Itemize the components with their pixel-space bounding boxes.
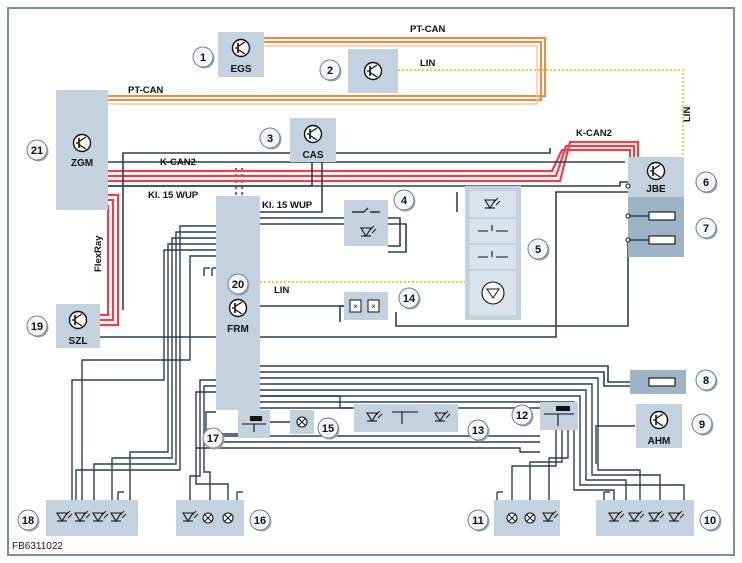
pt-can-label: PT-CAN [128,85,164,96]
figure-code: FB6311022 [12,541,63,552]
module-13 [354,404,458,432]
module-szl: SZL [56,304,100,348]
module-16 [176,500,244,536]
callout-number: 20 [232,279,244,291]
pt-can-bus-top [108,37,546,105]
module-8 [630,370,686,394]
callout-number: 11 [472,515,484,527]
module-11 [494,500,560,536]
k-can2-label: K-CAN2 [576,128,612,139]
callout-number: 18 [22,515,34,527]
callout-4: 4 [393,189,416,212]
module-ahm: AHM [636,404,682,448]
callout-number: 9 [699,419,705,431]
callout-number: 7 [703,223,709,235]
callout-1: 1 [192,46,215,69]
callout-number: 13 [472,425,484,437]
callout-number: 16 [254,515,266,527]
callout-number: 15 [322,423,334,435]
callout-number: 3 [267,133,273,145]
module-jbe: JBE [625,157,684,257]
lin-label: LIN [274,285,289,296]
module-label: SZL [69,336,88,347]
lin-label: LIN [682,107,693,122]
callout-8: 8 [695,369,718,392]
module-egs: EGS [218,32,264,77]
callout-number: 17 [207,433,219,445]
callout-17: 17 [202,427,225,450]
callout-number: 6 [703,177,709,189]
callout-9: 9 [691,413,714,436]
kl15-label: Kl. 15 WUP [148,190,199,201]
svg-text:×: × [371,302,376,311]
callout-number: 21 [31,145,43,157]
module-label: EGS [230,64,251,75]
module-17 [238,410,270,438]
module-18 [46,500,138,536]
flexray-label: FlexRay [93,235,104,272]
callout-10: 10 [699,509,722,532]
callout-3: 3 [259,127,282,150]
lin-label: LIN [420,58,435,69]
callout-number: 1 [200,52,206,64]
callout-19: 19 [26,315,49,338]
callout-number: 4 [401,195,408,207]
module-5 [465,186,521,320]
module-zgm: ZGM [56,90,108,210]
callout-number: 12 [516,410,528,422]
callout-7: 7 [695,217,718,240]
module-frm: FRM [216,196,260,410]
k-can2-label: K-CAN2 [160,157,196,168]
module-15 [290,410,314,434]
lin-bus-top [398,69,684,156]
module-label: ZGM [71,158,93,169]
callout-number: 5 [535,244,541,256]
kl15-label: Kl. 15 WUP [262,200,313,211]
callout-number: 14 [403,293,416,305]
module-4 [344,200,388,246]
callout-11: 11 [467,509,490,532]
callout-21: 21 [26,139,49,162]
module-12 [540,402,578,430]
svg-text:×: × [353,302,358,311]
module-2 [348,49,398,93]
module-14: × × [344,292,388,320]
callout-number: 8 [703,375,709,387]
module-label: CAS [302,150,323,161]
module-label: JBE [646,184,666,195]
callout-5: 5 [527,238,550,261]
callout-12: 12 [511,404,534,427]
callout-number: 19 [31,321,43,333]
module-label: FRM [227,324,249,335]
callout-number: 2 [327,65,333,77]
callout-2: 2 [319,59,342,82]
callout-6: 6 [695,171,718,194]
callout-14: 14 [398,287,421,310]
callout-18: 18 [17,509,40,532]
callout-number: 10 [704,515,716,527]
pt-can-label: PT-CAN [410,24,446,35]
frame [7,7,735,556]
module-cas: CAS [290,118,336,162]
callout-16: 16 [249,509,272,532]
callout-20: 20 [227,273,250,296]
module-label: AHM [648,436,671,447]
flexray-bus [100,193,120,327]
callout-13: 13 [467,419,490,442]
k-can2-bus-right [108,140,640,183]
module-10 [596,500,694,536]
callout-15: 15 [317,417,340,440]
